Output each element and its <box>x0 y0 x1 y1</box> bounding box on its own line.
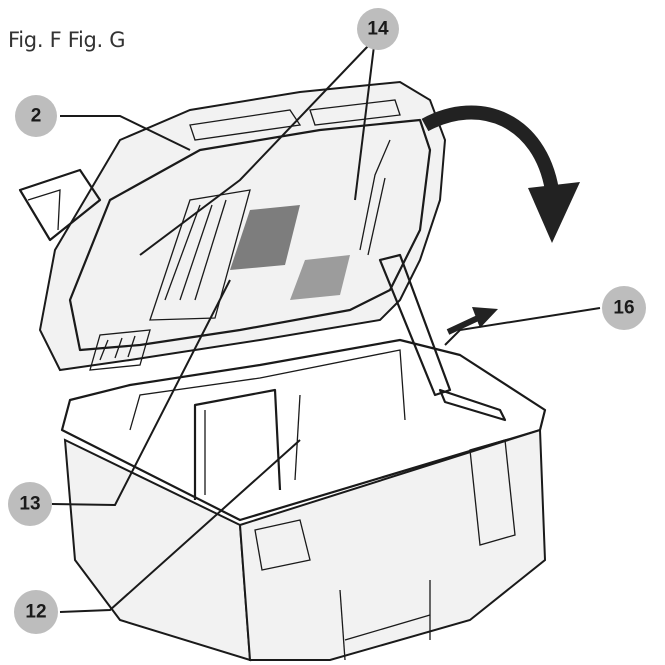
callout-2: 2 <box>15 95 57 137</box>
callout-13: 13 <box>8 482 52 526</box>
callout-14: 14 <box>357 8 399 50</box>
lid <box>18 80 447 372</box>
callout-label-14: 14 <box>367 19 389 40</box>
figure-caption: Fig. F Fig. G <box>8 28 126 52</box>
leader-14b <box>354 45 375 201</box>
callout-label-16: 16 <box>613 298 634 319</box>
strut-arrow <box>446 307 498 335</box>
rotation-arrow <box>421 105 580 243</box>
leader-13 <box>51 279 231 507</box>
callout-16: 16 <box>602 286 646 330</box>
leader-12 <box>59 439 301 613</box>
box-body <box>60 253 547 662</box>
callout-label-2: 2 <box>31 106 42 127</box>
callout-label-12: 12 <box>25 602 46 623</box>
callout-12: 12 <box>14 590 58 634</box>
leader-14a <box>139 45 369 256</box>
leader-lines <box>51 45 601 613</box>
leader-16 <box>444 307 601 346</box>
callout-label-13: 13 <box>19 494 40 515</box>
leader-2 <box>60 115 191 151</box>
